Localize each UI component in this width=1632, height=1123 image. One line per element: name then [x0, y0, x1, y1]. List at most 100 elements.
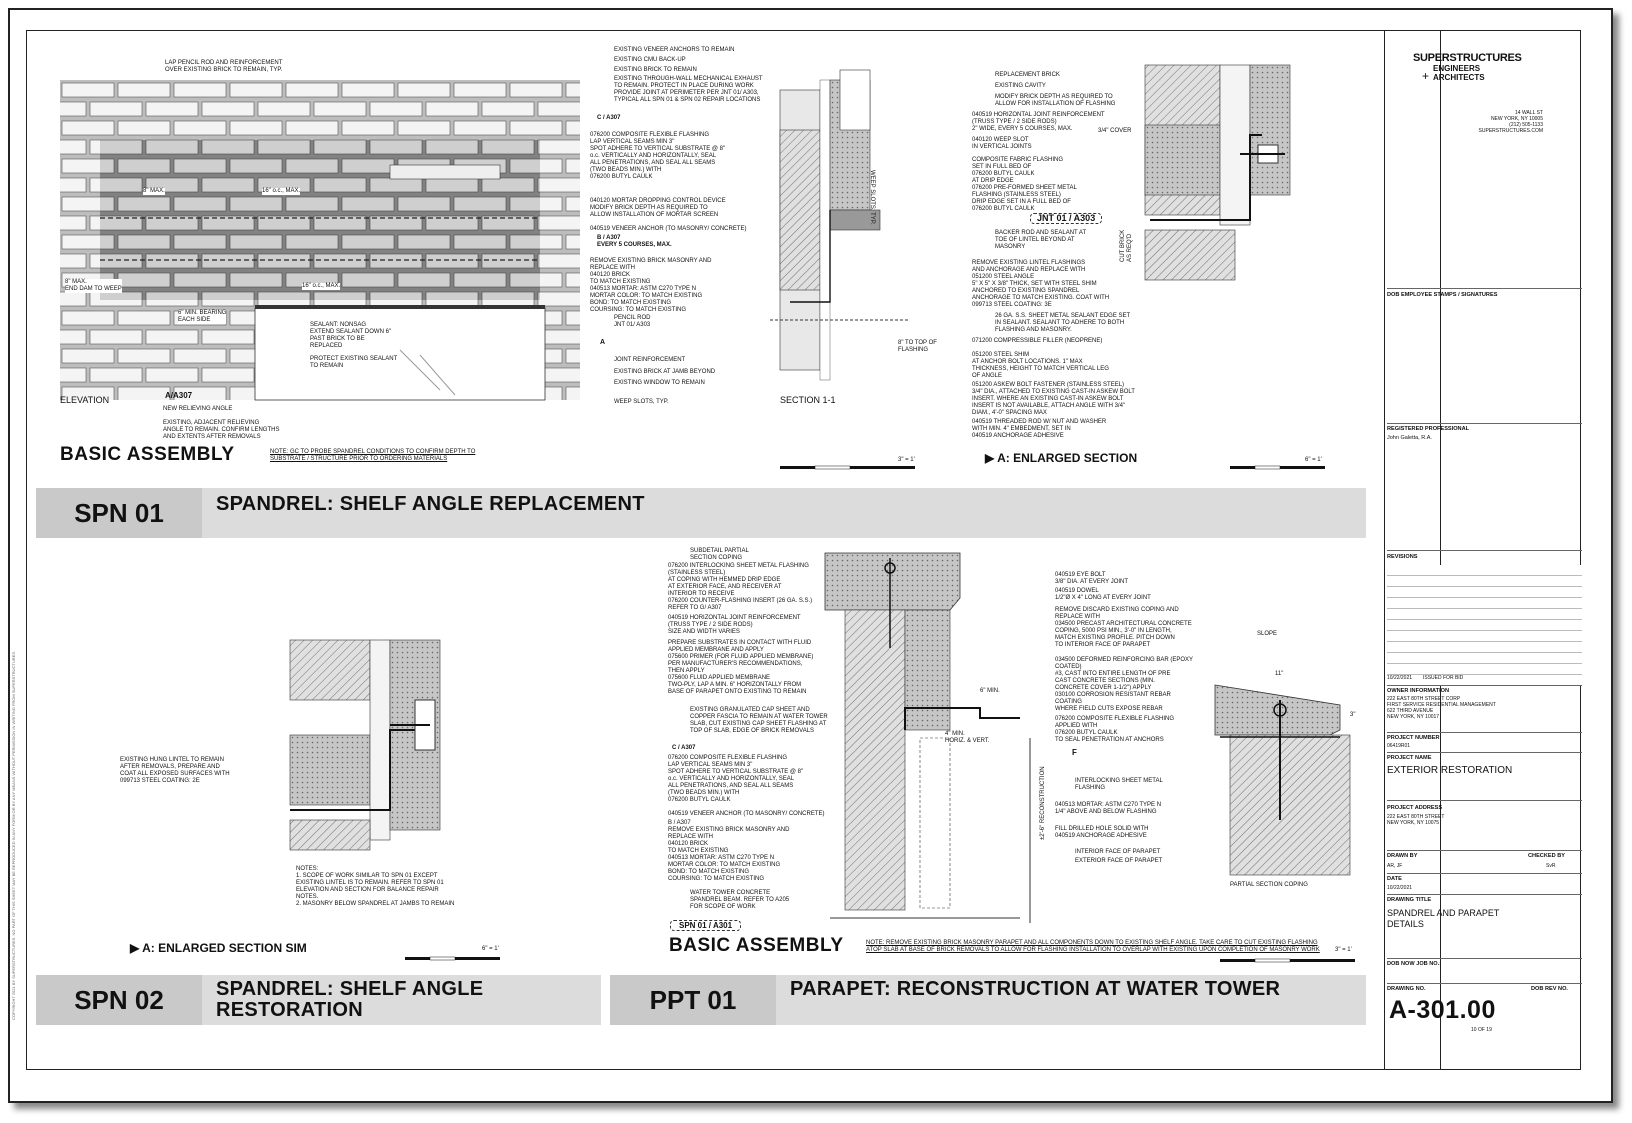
tb-divider	[1387, 732, 1582, 733]
ppt-right-9: INTERIOR FACE OF PARAPET	[1075, 849, 1161, 855]
section-dim-8-to-top: WEEP SLOTS, TYP.	[869, 170, 875, 225]
drawing-no-label: DRAWING NO.	[1387, 986, 1426, 992]
registered-professional-label: REGISTERED PROFESSIONAL	[1387, 426, 1470, 432]
firm-plus-icon: +	[1422, 69, 1430, 83]
ppt-right-8: FILL DRILLED HOLE SOLID WITH 040519 ANCH…	[1055, 826, 1149, 839]
section-callout-c[interactable]: C / A307	[597, 115, 621, 121]
ppt-right-0: 040519 EYE BOLT 3/8" DIA. AT EVERY JOINT	[1055, 572, 1129, 585]
enl-note-0: REPLACEMENT BRICK	[995, 72, 1060, 78]
dob-stamps-label: DOB EMPLOYEE STAMPS / SIGNATURES	[1387, 292, 1498, 298]
ppt-partial-section-label: PARTIAL SECTION COPING	[1230, 882, 1308, 888]
ppt01-assembly-note: NOTE: REMOVE EXISTING BRICK MASONRY PARA…	[866, 940, 1320, 953]
spn02-title: SPANDREL: SHELF ANGLE RESTORATION	[216, 978, 484, 1021]
ppt-right-2: REMOVE DISCARD EXISTING COPING AND REPLA…	[1055, 607, 1192, 648]
elev-callout-a307[interactable]: A/A307	[165, 391, 193, 400]
ppt-left-4: EXISTING GRANULATED CAP SHEET AND COPPER…	[690, 707, 828, 734]
elev-sealant-note: SEALANT: NONSAG EXTEND SEALANT DOWN 6" P…	[310, 322, 392, 350]
tb-divider	[1387, 423, 1582, 424]
ppt-left-1: 076200 INTERLOCKING SHEET METAL FLASHING…	[668, 563, 813, 611]
section-note-0: EXISTING VENEER ANCHORS TO REMAIN	[614, 47, 735, 53]
elev-dim-16oc-2: 16" o.c., MAX.	[302, 283, 341, 290]
enlarged-scale: 6" = 1'	[1305, 457, 1322, 463]
elev-new-relieving: NEW RELIEVING ANGLE	[163, 406, 233, 412]
project-number: 06419R01	[1387, 743, 1411, 749]
ppt-dim-11: 11"	[1275, 671, 1284, 677]
ppt01-parapet-drawing	[824, 552, 1031, 923]
owner-label: OWNER INFORMATION	[1387, 688, 1450, 694]
tb-divider	[1387, 983, 1582, 984]
tb-divider	[1387, 873, 1582, 874]
ppt01-scale: 3" = 1'	[1335, 947, 1352, 953]
enl-cut-brick: CUT BRICK AS REQ'D	[1120, 229, 1133, 262]
spn02-lintel-note: EXISTING HUNG LINTEL TO REMAIN AFTER REM…	[120, 757, 230, 784]
enl-note-7: BACKER ROD AND SEALANT AT TOE OF LINTEL …	[995, 230, 1087, 250]
tb-divider	[1387, 958, 1582, 959]
ppt01-title: PARAPET: RECONSTRUCTION AT WATER TOWER	[790, 978, 1281, 1000]
spn01-title: SPANDREL: SHELF ANGLE REPLACEMENT	[216, 493, 645, 515]
section-note-veneer: 040519 VENEER ANCHOR (TO MASONRY/ CONCRE…	[590, 226, 747, 232]
elev-dim-16oc: 16" o.c., MAX.	[262, 188, 301, 195]
enl-note-12: 051200 ASKEW BOLT FASTENER (STAINLESS ST…	[972, 382, 1135, 416]
spn02-scale-bar	[405, 956, 500, 961]
revisions-table	[1387, 565, 1582, 685]
section-1-1-label: SECTION 1-1	[780, 395, 836, 405]
ppt-callout-c[interactable]: C / A307	[672, 745, 696, 751]
project-name-label: PROJECT NAME	[1387, 755, 1432, 761]
tb-left-rule	[1384, 30, 1385, 1070]
spn02-code: SPN 02	[36, 975, 202, 1025]
enl-note-9: 26 GA. S.S. SHEET METAL SEALANT EDGE SET…	[995, 313, 1131, 333]
tb-divider	[1387, 752, 1582, 753]
enl-note-4: 040120 WEEP SLOT IN VERTICAL JOINTS	[972, 137, 1032, 150]
elevation-label: ELEVATION	[60, 395, 110, 405]
project-address: 222 EAST 80TH STREET NEW YORK, NY 10075	[1387, 814, 1445, 826]
spn02-banner: SPN 02 SPANDREL: SHELF ANGLE RESTORATION	[36, 975, 601, 1025]
revisions-label: REVISIONS	[1387, 554, 1418, 560]
ppt-left-3: PREPARE SUBSTRATES IN CONTACT WITH FLUID…	[668, 640, 814, 695]
enl-tag-jnt01[interactable]: JNT 01 / A303	[1030, 213, 1103, 224]
firm-name: SUPERSTRUCTURES	[1413, 52, 1522, 64]
enl-note-1: EXISTING CAVITY	[995, 83, 1046, 89]
tb-divider	[1387, 850, 1582, 851]
spn01-assembly-note: NOTE: GC TO PROBE SPANDREL CONDITIONS TO…	[270, 449, 476, 462]
checked-by: SvR	[1546, 863, 1556, 869]
enlarged-section-title: ▶ A: ENLARGED SECTION	[985, 451, 1138, 465]
ppt01-banner: PPT 01 PARAPET: RECONSTRUCTION AT WATER …	[610, 975, 1366, 1025]
section-note-remove-brick: REMOVE EXISTING BRICK MASONRY AND REPLAC…	[590, 258, 712, 313]
ppt-left-9: WATER TOWER CONCRETE SPANDREL BEAM. REFE…	[690, 890, 790, 910]
ppt01-code: PPT 01	[610, 975, 776, 1025]
checked-by-label: CHECKED BY	[1528, 853, 1565, 859]
ppt-dim-reconstruction: ±2'-6" RECONSTRUCTION	[1040, 766, 1046, 840]
spn01-code: SPN 01	[36, 488, 202, 538]
ppt01-tag[interactable]: SPN 01 / A301	[670, 920, 742, 931]
section-note-mortar-drop: 040120 MORTAR DROPPING CONTROL DEVICE MO…	[590, 198, 726, 218]
ppt-right-1: 040519 DOWEL 1/2"Ø X 4" LONG AT EVERY JO…	[1055, 588, 1151, 601]
enlarged-section-drawing	[1144, 64, 1291, 281]
drawn-by-label: DRAWN BY	[1387, 853, 1418, 859]
ppt-callout-f[interactable]: F	[1072, 748, 1077, 757]
revision-date: 10/22/2021	[1387, 675, 1413, 681]
ppt-right-10: EXTERIOR FACE OF PARAPET	[1075, 858, 1163, 864]
section-note-flashing: 076200 COMPOSITE FLEXIBLE FLASHING LAP V…	[590, 132, 726, 180]
title-block: SUPERSTRUCTURES + ENGINEERS ARCHITECTS 1…	[1387, 30, 1582, 1070]
section-note-slab: 8" TO TOP OF FLASHING	[898, 340, 937, 353]
spn01-scale: 3" = 1'	[898, 457, 915, 463]
registered-professional-name: John Galetta, R.A.	[1387, 435, 1432, 441]
ppt-left-2: 040519 HORIZONTAL JOINT REINFORCEMENT (T…	[668, 615, 801, 635]
section-callout-a[interactable]: A	[600, 339, 606, 346]
elev-existing-relieving: EXISTING, ADJACENT RELIEVING ANGLE TO RE…	[163, 420, 280, 440]
section-note-window: EXISTING WINDOW TO REMAIN	[614, 380, 705, 386]
ppt-right-4: 076200 COMPOSITE FLEXIBLE FLASHING APPLI…	[1055, 716, 1175, 743]
firm-address: 14 WALL ST NEW YORK, NY 10005 (212) 505-…	[1478, 110, 1543, 134]
copyright-margin-text: COPYRIGHT 2021 BY SUPERSTRUCTURES. NO PA…	[11, 650, 16, 1020]
enlarged-scale-bar	[1230, 465, 1325, 470]
project-address-label: PROJECT ADDRESS	[1387, 805, 1443, 811]
firm-subtitle: ENGINEERS ARCHITECTS	[1433, 64, 1485, 82]
enl-note-2: MODIFY BRICK DEPTH AS REQUIRED TO ALLOW …	[995, 94, 1116, 107]
enl-note-3: 040519 HORIZONTAL JOINT REINFORCEMENT (T…	[972, 112, 1105, 132]
elev-note-lap-pencil: LAP PENCIL ROD AND REINFORCEMENT OVER EX…	[165, 60, 283, 73]
ppt-left-6: 076200 COMPOSITE FLEXIBLE FLASHING LAP V…	[668, 755, 804, 803]
enl-note-8: REMOVE EXISTING LINTEL FLASHINGS AND ANC…	[972, 260, 1110, 308]
drawing-title-label: DRAWING TITLE	[1387, 897, 1432, 903]
ppt-left-8: B / A307 REMOVE EXISTING BRICK MASONRY A…	[668, 820, 790, 882]
section-callout-b[interactable]: B / A307 EVERY 5 COURSES, MAX.	[597, 235, 672, 248]
